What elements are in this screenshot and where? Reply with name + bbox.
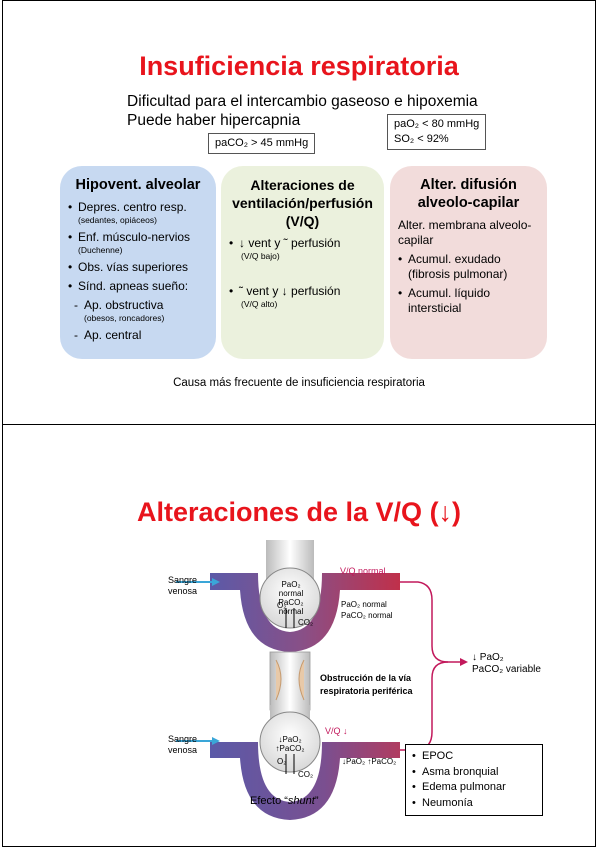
slide-insuficiencia: Insuficiencia respiratoria Dificultad pa… <box>2 0 596 425</box>
panel-difusion: Alter. difusión alveolo-capilar Alter. m… <box>390 166 547 359</box>
so2-value: SO₂ < 92% <box>394 133 449 145</box>
definition-line: Dificultad para el intercambio gaseoso e… <box>127 93 478 110</box>
pao2-value: paO₂ < 80 mmHg <box>394 118 480 130</box>
list-item: •EPOC <box>412 750 454 762</box>
list-subitem: -Ap. obstructiva <box>74 298 164 312</box>
list-item: •˜ vent y ↓ perfusión <box>229 284 341 298</box>
list-item: •↓ vent y ˜ perfusión <box>229 236 341 250</box>
out-bottom-text: ↓PaO₂ ↑PaCO₂ <box>342 757 397 766</box>
panel-vq: Alteraciones de ventilación/perfusión (V… <box>221 166 384 359</box>
pao2-box: paO₂ < 80 mmHg SO₂ < 92% <box>387 114 487 150</box>
list-item: •Enf. músculo-nervios <box>68 230 191 244</box>
venous-arrowhead <box>212 578 220 586</box>
list-item: •Sínd. apneas sueño: <box>68 279 189 293</box>
slide-title: Alteraciones de la V/Q (↓) <box>136 497 462 527</box>
vq-low-label: V/Q ↓ <box>325 726 348 736</box>
disease-list: •EPOC •Asma bronquial •Edema pulmonar •N… <box>405 744 543 816</box>
obstruction-label: Obstrucción de la vía respiratoria perif… <box>320 673 413 696</box>
connector-arrowhead <box>460 658 468 666</box>
list-item: •Neumonía <box>412 796 473 809</box>
panel-title: Alter. difusión alveolo-capilar <box>417 177 520 211</box>
list-item: •Depres. centro resp. <box>68 200 187 214</box>
list-item: •Acumul. exudado (fibrosis pulmonar) <box>398 252 508 281</box>
co2-label: CO₂ <box>298 618 314 627</box>
panel-intro: Alter. membrana alveolo-capilar <box>398 218 532 247</box>
top-vessel <box>210 573 400 652</box>
list-item: •Edema pulmonar <box>412 781 506 793</box>
alveolus-top-text: PaO₂ normal PaCO₂ normal <box>278 580 304 616</box>
co2-label: CO₂ <box>298 770 314 779</box>
connector-top <box>400 581 462 663</box>
o2-label: O₂ <box>277 601 287 610</box>
panel-hipoventilacion: Hipovent. alveolar •Depres. centro resp.… <box>60 166 216 359</box>
panel-title: Hipovent. alveolar <box>75 177 201 193</box>
footer-note: Causa más frecuente de insuficiencia res… <box>173 377 425 389</box>
list-item: •Obs. vías superiores <box>68 260 189 274</box>
item-note: (Duchenne) <box>78 245 123 255</box>
top-alveolus <box>259 540 321 629</box>
vq-normal-label: V/Q normal <box>340 566 386 576</box>
out-top-text: PaO₂ normal PaCO₂ normal <box>341 600 393 620</box>
o2-label: O₂ <box>277 757 287 766</box>
bottom-vessel <box>210 742 400 820</box>
item-note: (sedantes, opiáceos) <box>78 215 157 225</box>
venous-label-top: Sangre venosa <box>168 575 198 596</box>
shunt-caption: Efecto “shunt” <box>250 795 319 807</box>
list-subitem: -Ap. central <box>74 328 142 342</box>
slide-title: Insuficiencia respiratoria <box>139 51 459 81</box>
hipercapnia-line: Puede haber hipercapnia <box>127 112 301 129</box>
list-item: •Asma bronquial <box>412 765 499 778</box>
alveolus-bottom-text: ↓PaO₂ ↑PaCO₂ <box>275 735 305 753</box>
list-item: •Acumul. líquido intersticial <box>398 286 491 315</box>
venous-label-bottom: Sangre venosa <box>168 734 198 755</box>
paco2-value: paCO₂ > 45 mmHg <box>215 137 309 149</box>
item-note: (V/Q alto) <box>241 299 278 309</box>
paco2-box: paCO₂ > 45 mmHg <box>208 133 316 154</box>
panel-title: Alteraciones de ventilación/perfusión (V… <box>232 177 373 229</box>
result-label: ↓ PaO₂ PaCO₂ variable <box>472 652 541 675</box>
bottom-alveolus <box>259 705 321 773</box>
item-note: (V/Q bajo) <box>241 251 280 261</box>
airway-tube <box>269 651 311 711</box>
item-note: (obesos, roncadores) <box>84 313 165 323</box>
venous-arrowhead <box>212 737 220 745</box>
